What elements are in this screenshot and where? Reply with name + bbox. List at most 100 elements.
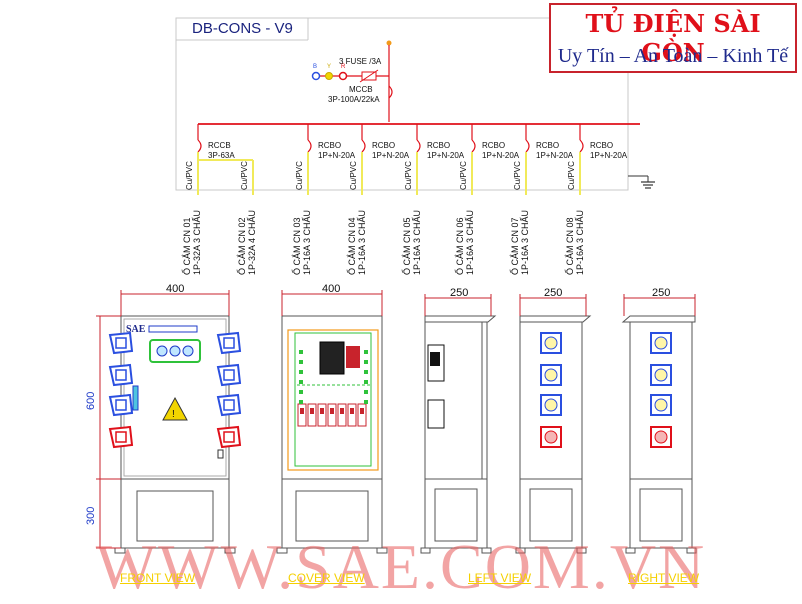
breaker-module xyxy=(327,403,337,427)
socket-icon xyxy=(650,332,672,354)
lamp-y-icon xyxy=(325,72,333,80)
breaker-symbol xyxy=(197,139,202,153)
terminal xyxy=(364,360,368,364)
dim-body-height: 600 xyxy=(85,392,97,410)
breaker-symbol xyxy=(307,139,312,153)
breaker-type: RCCB xyxy=(208,141,231,150)
cover-view: 400 xyxy=(276,283,388,554)
outlet-spec: 1P-16A 3 CHẤU xyxy=(412,210,422,275)
cable-label: Cu/PVC xyxy=(567,161,576,190)
terminal xyxy=(364,400,368,404)
dim-left-width: 250 xyxy=(450,287,468,299)
terminal xyxy=(299,360,303,364)
cable-label: Cu/PVC xyxy=(513,161,522,190)
terminal xyxy=(299,380,303,384)
breaker-module xyxy=(347,403,357,427)
outlet-spec: 1P-16A 3 CHẤU xyxy=(575,210,585,275)
outlet-spec: 1P-32A 3 CHẤU xyxy=(192,210,202,275)
panel-frame xyxy=(175,17,629,191)
lamp-letter-r: R xyxy=(341,64,346,70)
outlet-spec: 1P-16A 3 CHẤU xyxy=(357,210,367,275)
door-handle xyxy=(132,385,139,411)
cable-label: Cu/PVC xyxy=(459,161,468,190)
terminal xyxy=(364,370,368,374)
main-feed: B Y R 3 FUSE /3A MCCB 3P-100A/22kA xyxy=(311,40,393,122)
cable-label: Cu/PVC xyxy=(349,161,358,190)
outlet-name: Ổ CẮM CN 02 xyxy=(236,217,247,275)
dim-side-width: 250 xyxy=(544,287,562,299)
lamp-icon xyxy=(182,345,194,357)
socket-icon xyxy=(108,331,134,355)
outlet-name: Ổ CẮM CN 06 xyxy=(454,217,465,275)
cable-label: Cu/PVC xyxy=(404,161,413,190)
dim-right-width: 250 xyxy=(652,287,670,299)
socket-icon xyxy=(540,332,562,354)
terminal xyxy=(364,350,368,354)
lamp-icon xyxy=(169,345,181,357)
fuse-label: 3 FUSE /3A xyxy=(339,57,382,66)
fuse-holder xyxy=(346,346,360,368)
lamp-letter-b: B xyxy=(313,64,317,70)
mccb-symbol xyxy=(388,85,393,99)
dim-base-height: 300 xyxy=(85,507,97,525)
fuse-symbol xyxy=(359,69,379,83)
socket-icon xyxy=(540,426,562,448)
outlet-name: Ổ CẮM CN 01 xyxy=(181,217,192,275)
mccb-label: MCCB xyxy=(349,85,373,94)
side-view: 250 xyxy=(515,287,592,554)
breaker-module xyxy=(337,403,347,427)
socket-icon xyxy=(650,394,672,416)
breaker-module xyxy=(317,403,327,427)
socket-icon xyxy=(216,393,242,417)
terminal xyxy=(364,380,368,384)
breaker-type: RCBO xyxy=(482,141,505,150)
terminal xyxy=(299,390,303,394)
brand-title: TỦ ĐIỆN SÀI GÒN xyxy=(585,9,761,67)
lamp-icon xyxy=(156,345,168,357)
breaker-rating: 1P+N-20A xyxy=(482,151,520,160)
breaker-symbol xyxy=(361,139,366,153)
terminal xyxy=(299,400,303,404)
socket-icon xyxy=(650,364,672,386)
breaker-type: RCBO xyxy=(372,141,395,150)
cover-view-label: COVER VIEW xyxy=(288,571,365,585)
panel-title: DB-CONS - V9 xyxy=(192,20,293,37)
brand-box: TỦ ĐIỆN SÀI GÒN Uy Tín – An Toàn – Kinh … xyxy=(549,3,797,73)
outlet-spec: 1P-16A 3 CHẤU xyxy=(465,210,475,275)
socket-icon xyxy=(108,393,134,417)
outlet-spec: 1P-16A 3 CHẤU xyxy=(302,210,312,275)
socket-icon xyxy=(216,425,242,449)
right-view-label: RIGHT VIEW xyxy=(628,571,700,585)
breaker-type: RCBO xyxy=(590,141,613,150)
breaker-rating: 1P+N-20A xyxy=(590,151,628,160)
lamp-letter-y: Y xyxy=(327,64,331,70)
front-view-label: FRONT VIEW xyxy=(120,571,196,585)
socket-icon xyxy=(650,426,672,448)
breaker-type: RCBO xyxy=(536,141,559,150)
socket-icon xyxy=(216,331,242,355)
breaker-rating: 1P+N-20A xyxy=(536,151,574,160)
left-view: 250 xyxy=(420,287,497,554)
terminal xyxy=(299,370,303,374)
outlet-spec: 1P-32A 4 CHẤU xyxy=(247,210,257,275)
outlet-name: Ổ CẮM CN 04 xyxy=(346,217,357,275)
breaker-symbol xyxy=(525,139,530,153)
mccb-rating: 3P-100A/22kA xyxy=(328,95,380,104)
breaker-rating: 3P-63A xyxy=(208,151,235,160)
socket-icon xyxy=(540,394,562,416)
breaker-type: RCBO xyxy=(318,141,341,150)
outlet-name: Ổ CẮM CN 07 xyxy=(509,217,520,275)
right-view: 250 xyxy=(621,287,697,554)
mccb-device xyxy=(319,341,345,375)
watermark: WWW.SAE.COM.VN xyxy=(95,531,707,602)
breaker-module xyxy=(297,403,307,427)
terminal xyxy=(364,390,368,394)
breaker-type: RCBO xyxy=(427,141,450,150)
